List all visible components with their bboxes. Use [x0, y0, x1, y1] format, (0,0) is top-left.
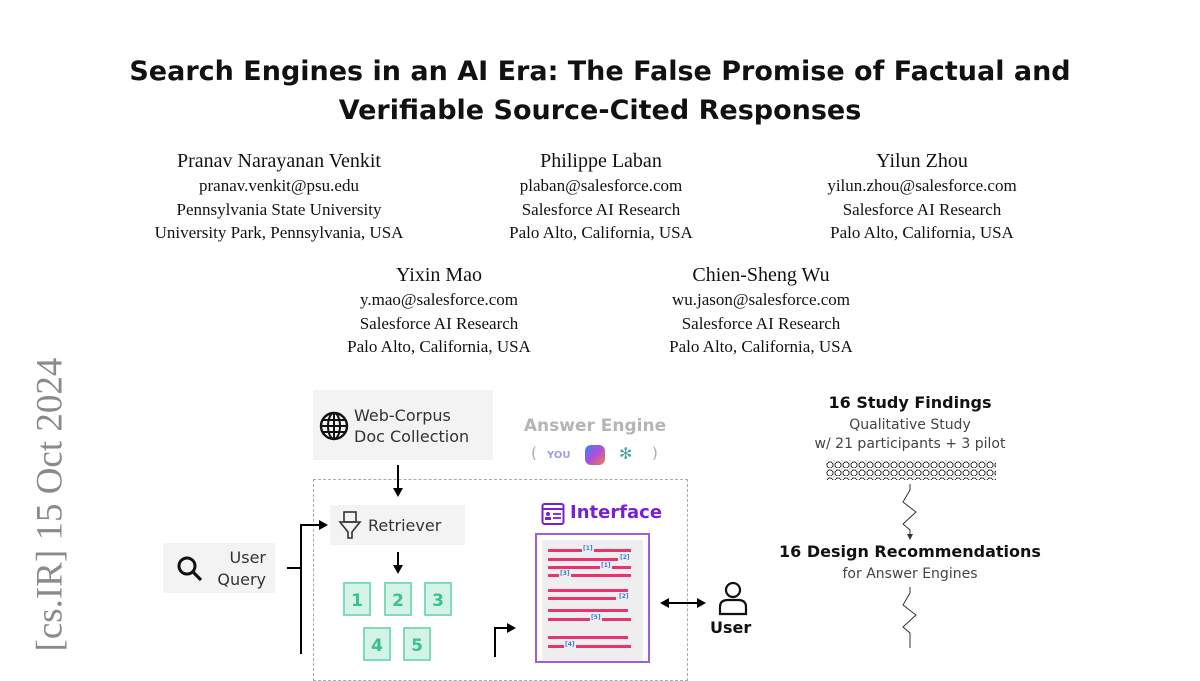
doc-tile: 2 — [384, 582, 412, 616]
arrow-line — [494, 627, 496, 657]
text-line — [548, 609, 628, 612]
author-location: University Park, Pennsylvania, USA — [154, 223, 404, 242]
author-email: yilun.zhou@salesforce.com — [827, 176, 1017, 195]
citation: [1] — [582, 545, 594, 552]
answer-text: [1] [2] [1] [3] [2] [5] [4] — [542, 540, 643, 661]
double-arrow — [668, 602, 698, 604]
citation: [2] — [618, 593, 630, 600]
interface-label: Interface — [570, 502, 663, 523]
author-affiliation: Salesforce AI Research — [681, 313, 841, 333]
arrow-line — [287, 567, 301, 569]
arrow-head — [319, 520, 328, 530]
paper-title: Search Engines in an AI Era: The False P… — [0, 52, 1200, 130]
paren-close: ) — [652, 444, 658, 462]
text-line — [548, 558, 618, 561]
findings-title: 16 Study Findings — [828, 393, 992, 412]
author-block: Chien-Sheng Wu wu.jason@salesforce.com S… — [601, 262, 921, 359]
text-line — [548, 645, 631, 648]
arrow-head — [660, 598, 669, 608]
perplexity-logo-icon: ✻ — [619, 444, 633, 463]
you-logo: YOU — [547, 450, 571, 461]
author-email: plaban@salesforce.com — [519, 176, 683, 195]
text-line — [548, 618, 631, 621]
author-location: Palo Alto, California, USA — [830, 223, 1014, 242]
user-label: User — [710, 618, 752, 637]
user-query-label: User — [229, 548, 266, 567]
zigzag-arrow — [902, 484, 917, 540]
author-email: wu.jason@salesforce.com — [671, 290, 851, 309]
user-query-label-2: Query — [217, 570, 266, 589]
author-name: Chien-Sheng Wu — [692, 264, 830, 286]
title-line-2: Verifiable Source-Cited Responses — [338, 95, 862, 126]
web-corpus-label: Web-Corpus — [354, 406, 451, 425]
author-email: y.mao@salesforce.com — [359, 290, 519, 309]
funnel-icon — [338, 511, 362, 539]
participants-icon — [826, 460, 996, 480]
arrow-line — [300, 524, 320, 526]
citation: [2] — [619, 554, 631, 561]
arrow-line — [494, 627, 508, 629]
text-line — [548, 597, 616, 600]
doc-tile: 4 — [363, 627, 391, 661]
citation: [5] — [590, 614, 602, 621]
arrow-line — [397, 552, 399, 566]
paren-open: ( — [531, 444, 537, 462]
author-name: Pranav Narayanan Venkit — [176, 150, 381, 172]
retriever-box: Retriever — [330, 505, 465, 545]
arrow-line — [397, 465, 399, 489]
arrow-head — [393, 488, 403, 497]
author-affiliation: Salesforce AI Research — [359, 313, 519, 333]
author-name: Yixin Mao — [395, 264, 483, 286]
doc-collection-label: Doc Collection — [354, 427, 470, 446]
copilot-logo-icon — [585, 445, 605, 465]
doc-tile: 1 — [343, 582, 371, 616]
user-query-box: User Query — [163, 543, 275, 593]
findings-subtitle: Qualitative Study — [849, 417, 971, 433]
retriever-label: Retriever — [368, 516, 442, 535]
author-affiliation: Salesforce AI Research — [842, 199, 1002, 219]
author-email: pranav.venkit@psu.edu — [199, 176, 359, 195]
author-block: Yilun Zhou yilun.zhou@salesforce.com Sal… — [762, 148, 1082, 245]
citation: [4] — [564, 641, 576, 648]
arrow-line — [300, 524, 302, 654]
search-icon — [177, 556, 203, 582]
user-icon — [718, 581, 748, 616]
interface-icon — [541, 503, 565, 525]
author-location: Palo Alto, California, USA — [509, 223, 693, 242]
author-location: Palo Alto, California, USA — [347, 337, 531, 356]
doc-tile: 3 — [424, 582, 452, 616]
citation: [1] — [600, 562, 612, 569]
arrow-head — [507, 623, 516, 633]
arrow-head — [697, 598, 706, 608]
text-line — [548, 574, 631, 577]
text-line — [548, 566, 631, 569]
interface-panel: [1] [2] [1] [3] [2] [5] [4] — [535, 533, 650, 663]
findings-participants: w/ 21 participants + 3 pilot — [814, 436, 1006, 452]
author-block: Philippe Laban plaban@salesforce.com Sal… — [441, 148, 761, 245]
globe-icon — [319, 411, 349, 441]
text-line — [548, 589, 628, 592]
author-location: Palo Alto, California, USA — [669, 337, 853, 356]
recommendations-subtitle: for Answer Engines — [842, 566, 978, 582]
zigzag-arrow — [902, 587, 917, 648]
author-block: Pranav Narayanan Venkit pranav.venkit@ps… — [119, 148, 439, 245]
web-corpus-box: Web-Corpus Doc Collection — [313, 390, 493, 460]
title-line-1: Search Engines in an AI Era: The False P… — [129, 56, 1071, 87]
author-affiliation: Pennsylvania State University — [176, 199, 382, 219]
text-line — [548, 636, 628, 639]
author-affiliation: Salesforce AI Research — [521, 199, 681, 219]
answer-engine-label: Answer Engine — [523, 416, 667, 436]
doc-tile: 5 — [403, 627, 431, 661]
recommendations-title: 16 Design Recommendations — [779, 542, 1041, 561]
citation: [3] — [559, 570, 571, 577]
author-name: Philippe Laban — [540, 150, 662, 172]
arrow-head — [393, 565, 403, 574]
author-block: Yixin Mao y.mao@salesforce.com Salesforc… — [279, 262, 599, 359]
arxiv-stamp: [cs.IR] 15 Oct 2024 — [29, 357, 71, 652]
author-name: Yilun Zhou — [876, 150, 968, 172]
